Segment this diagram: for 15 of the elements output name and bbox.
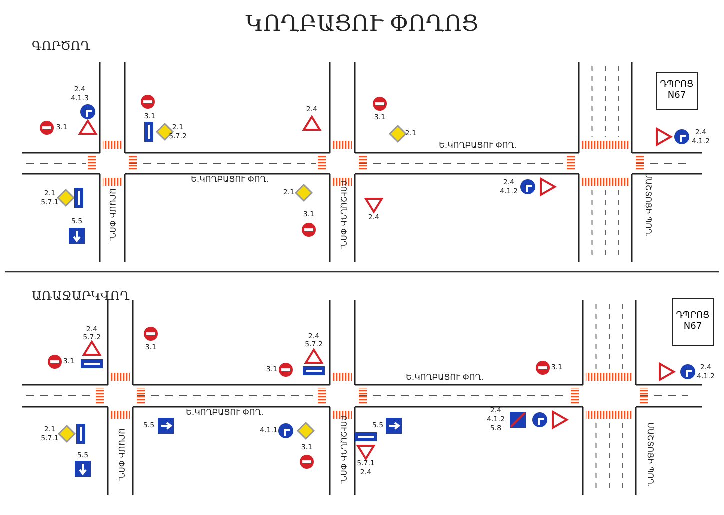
street-name: ԲՈՒԶԱՆԴԻ ՓՈՂ.	[339, 180, 347, 250]
school-label: ԴՊՐՈՑ N67	[675, 311, 711, 333]
street-name: Ե.ԿՈՂԲԱՑՈՒ ՓՈՂ.	[406, 374, 484, 382]
title: ԿՈՂԲԱՑՈՒ ՓՈՂՈՑ	[246, 14, 478, 36]
street-name: ԱՐԱՄԻ ՓՈՂ.	[117, 428, 125, 482]
street-name: Ե.ԿՈՂԲԱՑՈՒ ՓՈՂ.	[186, 409, 264, 417]
street-name: ԲՈՒԶԱՆԴԻ ՓՈՂ.	[339, 415, 347, 485]
street-name: Ե.ԿՈՂԲԱՑՈՒ ՓՈՂ.	[439, 142, 517, 150]
street-name: ԱՐԱՄԻ ՓՈՂ.	[108, 188, 116, 242]
street-name: ՄԱՇՏՈՑԻ ՊՈՂ.	[644, 172, 652, 238]
street-name: ՄԱՇՏՈՑԻ ՊՈՂ.	[646, 422, 654, 488]
school-label: ԴՊՐՈՑ N67	[659, 80, 695, 102]
section-heading: ԱՌԱՋԱՐԿՎՈՂ	[32, 290, 130, 302]
street-name: Ե.ԿՈՂԲԱՑՈՒ ՓՈՂ.	[191, 176, 269, 184]
section-heading: ԳՈՐԾՈՂ	[32, 40, 91, 52]
